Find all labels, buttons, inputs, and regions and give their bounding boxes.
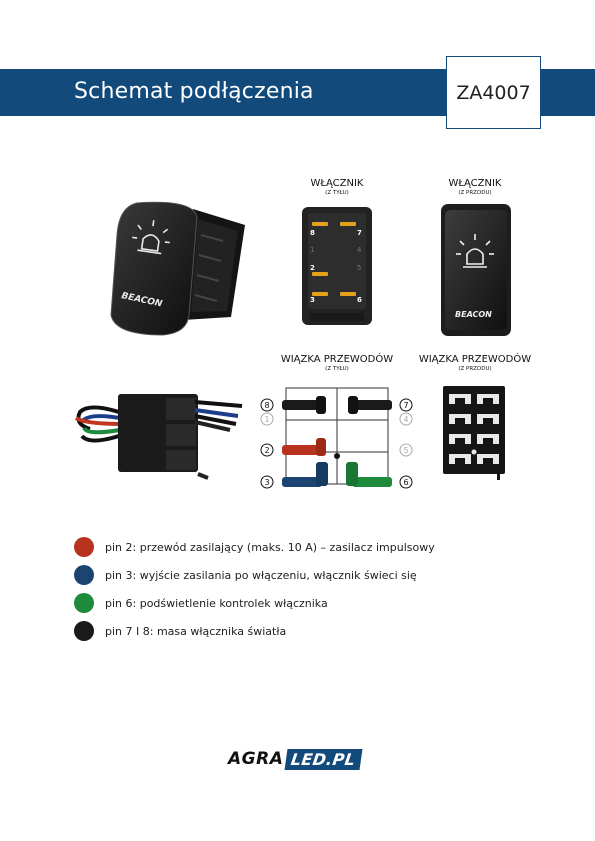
harness-front-title: WIĄZKA PRZEWODÓW <box>418 354 532 365</box>
switch-front-button-label: BEACON <box>455 310 492 319</box>
beacon-icon <box>456 234 494 268</box>
switch-back-pin-8: 8 <box>310 229 315 237</box>
switch-back-pin-2: 2 <box>310 264 315 272</box>
legend-item: pin 7 I 8: masa włącznika światła <box>74 621 286 641</box>
switch-back-pin-6: 6 <box>357 296 362 304</box>
logo-part-led: LED.PL <box>284 748 364 770</box>
switch-front-diagram: BEACON <box>441 204 511 336</box>
harness-back-label: WIĄZKA PRZEWODÓW (Z TYŁU) <box>268 354 406 372</box>
legend-dot-green <box>74 593 94 613</box>
beacon-icon <box>132 220 170 255</box>
legend-item: pin 3: wyjście zasilania po włączeniu, w… <box>74 565 417 585</box>
harness-front-diagram <box>443 386 505 480</box>
harness-pin-8: 8 <box>264 401 269 410</box>
harness-back-subtitle: (Z TYŁU) <box>325 366 349 372</box>
switch-back-pin-3: 3 <box>310 296 315 304</box>
switch-front-subtitle: (Z PRZODU) <box>458 190 492 196</box>
switch-front-title: WŁĄCZNIK <box>448 178 502 189</box>
switch-back-pin-5: 5 <box>357 264 361 272</box>
legend-text: pin 6: podświetlenie kontrolek włącznika <box>105 596 328 610</box>
harness-front-subtitle: (Z PRZODU) <box>458 366 492 372</box>
switch-back-label: WŁĄCZNIK (Z TYŁU) <box>290 178 384 196</box>
legend-dot-black <box>74 621 94 641</box>
switch-back-diagram: 8 7 1 4 2 5 3 6 <box>302 207 372 325</box>
harness-pin-6: 6 <box>403 478 408 487</box>
legend-dot-blue <box>74 565 94 585</box>
switch-back-subtitle: (Z TYŁU) <box>325 190 349 196</box>
switch-front-label: WŁĄCZNIK (Z PRZODU) <box>428 178 522 196</box>
harness-pin-1: 1 <box>264 415 269 424</box>
harness-back-title: WIĄZKA PRZEWODÓW <box>280 354 394 365</box>
switch-back-title: WŁĄCZNIK <box>310 178 364 189</box>
legend-item: pin 6: podświetlenie kontrolek włącznika <box>74 593 328 613</box>
harness-pin-3: 3 <box>264 478 269 487</box>
harness-pin-7: 7 <box>403 401 408 410</box>
switch-back-pin-1: 1 <box>310 246 314 254</box>
switch-back-pin-4: 4 <box>357 246 362 254</box>
harness-photo <box>74 394 243 480</box>
harness-back-diagram: 8 1 2 3 7 4 5 6 <box>260 387 413 489</box>
brand-logo: AGRA LED.PL <box>228 748 364 770</box>
harness-front-label: WIĄZKA PRZEWODÓW (Z PRZODU) <box>406 354 544 372</box>
legend-text: pin 2: przewód zasilający (maks. 10 A) –… <box>105 540 435 554</box>
logo-part-agra: AGRA <box>228 749 284 769</box>
harness-pin-2: 2 <box>264 446 269 455</box>
harness-pin-4: 4 <box>403 415 408 424</box>
switch-back-pin-7: 7 <box>357 229 362 237</box>
legend-item: pin 2: przewód zasilający (maks. 10 A) –… <box>74 537 435 557</box>
product-code: ZA4007 <box>446 56 541 129</box>
harness-pin-5: 5 <box>403 446 408 455</box>
legend-text: pin 3: wyjście zasilania po włączeniu, w… <box>105 568 417 582</box>
page-title: Schemat podłączenia <box>74 79 314 104</box>
legend-dot-red <box>74 537 94 557</box>
switch-photo: BEACON <box>110 201 245 336</box>
legend-text: pin 7 I 8: masa włącznika światła <box>105 624 287 638</box>
